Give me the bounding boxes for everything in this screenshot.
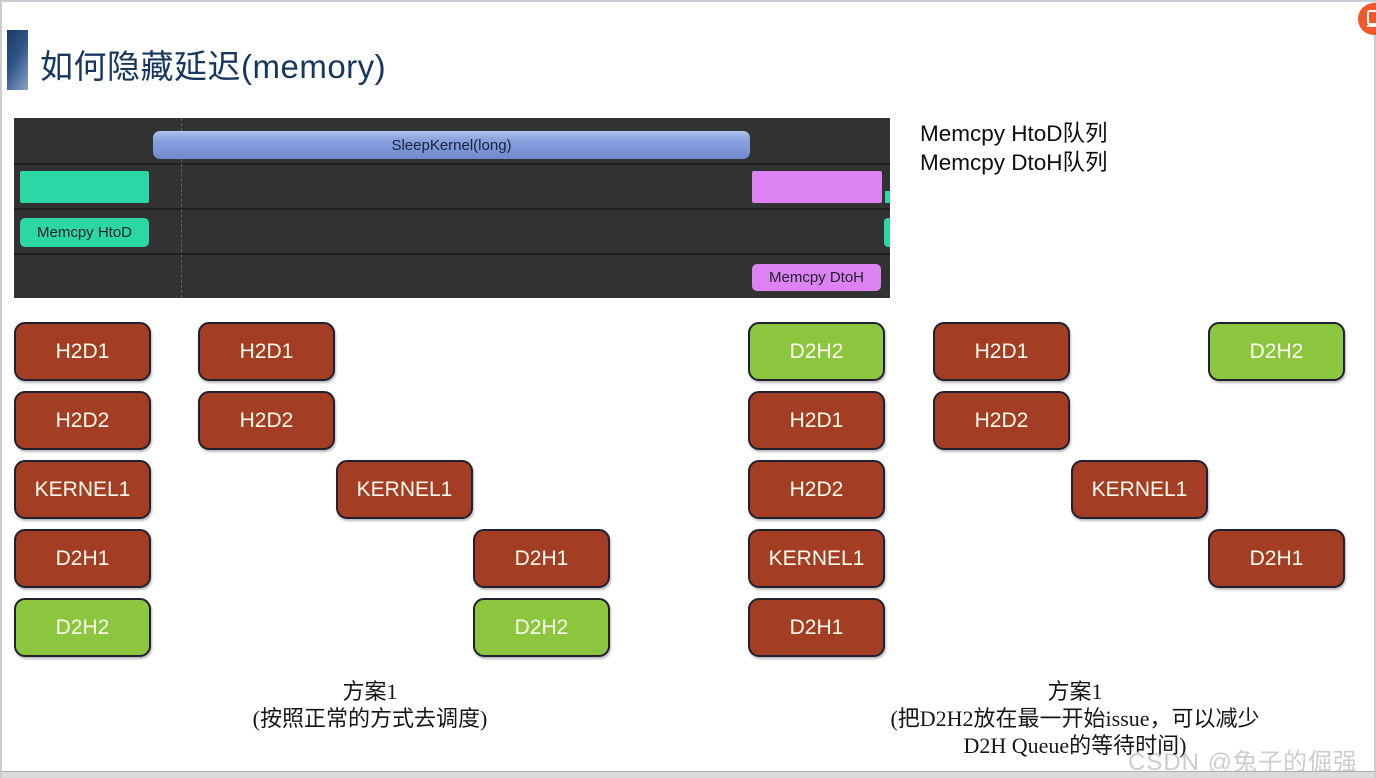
schedule-box-h2d1: H2D1: [198, 322, 335, 381]
schedule-box-kernel1: KERNEL1: [336, 460, 473, 519]
schedule-box-d2h1: D2H1: [748, 598, 885, 657]
badge-icon-bar: [1367, 25, 1376, 27]
caption-right-desc1: (把D2H2放在最一开始issue，可以减少: [890, 706, 1260, 731]
queue-legend-htod: Memcpy HtoD队列: [920, 121, 1108, 146]
schedule-box-h2d2: H2D2: [14, 391, 151, 450]
title-accent-bar: [7, 30, 28, 90]
caption-left: 方案1 (按照正常的方式去调度): [175, 678, 565, 732]
caption-left-desc: (按照正常的方式去调度): [252, 706, 488, 731]
badge-icon: [1367, 10, 1376, 25]
schedule-box-d2h2: D2H2: [473, 598, 610, 657]
schedule-box-h2d2: H2D2: [198, 391, 335, 450]
memcpy-dtoh-label: Memcpy DtoH: [752, 264, 881, 291]
page-border-top: [0, 0, 1376, 2]
memcpy-htod-sliver: [885, 191, 890, 203]
memcpy-htod-label: Memcpy HtoD: [20, 218, 149, 247]
schedule-box-d2h1: D2H1: [14, 529, 151, 588]
schedule-box-kernel1: KERNEL1: [14, 460, 151, 519]
queue-legend: Memcpy HtoD队列 Memcpy DtoH队列: [920, 119, 1108, 177]
caption-left-title: 方案1: [342, 679, 398, 704]
schedule-box-d2h1: D2H1: [1208, 529, 1345, 588]
row-divider: [14, 253, 890, 255]
page-bottom-strip: [0, 771, 1376, 778]
caption-right-title: 方案1: [1047, 679, 1103, 704]
schedule-box-h2d1: H2D1: [933, 322, 1070, 381]
schedule-box-kernel1: KERNEL1: [748, 529, 885, 588]
schedule-box-h2d1: H2D1: [748, 391, 885, 450]
profiler-timeline-panel: SleepKernel(long) Memcpy HtoD Memcpy Dto…: [14, 118, 890, 298]
schedule-box-d2h1: D2H1: [473, 529, 610, 588]
schedule-box-h2d2: H2D2: [748, 460, 885, 519]
queue-legend-dtoh: Memcpy DtoH队列: [920, 150, 1108, 175]
schedule-box-h2d1: H2D1: [14, 322, 151, 381]
schedule-box-kernel1: KERNEL1: [1071, 460, 1208, 519]
schedule-box-d2h2: D2H2: [1208, 322, 1345, 381]
page-title: 如何隐藏延迟(memory): [40, 48, 387, 85]
schedule-box-d2h2: D2H2: [748, 322, 885, 381]
page-border-left: [0, 0, 2, 778]
row-divider: [14, 163, 890, 165]
floating-badge-button[interactable]: [1358, 3, 1376, 35]
caption-right-desc2: D2H Queue的等待时间): [963, 733, 1187, 758]
memcpy-htod-sliver: [884, 218, 890, 247]
memcpy-htod-bar: [20, 171, 149, 203]
kernel-timeline-bar: SleepKernel(long): [153, 131, 750, 159]
caption-right: 方案1 (把D2H2放在最一开始issue，可以减少 D2H Queue的等待时…: [845, 678, 1305, 759]
page-border-right: [1374, 0, 1376, 778]
time-cursor-line: [181, 118, 182, 298]
schedule-box-d2h2: D2H2: [14, 598, 151, 657]
memcpy-dtoh-bar: [752, 171, 882, 203]
row-divider: [14, 208, 890, 210]
schedule-box-h2d2: H2D2: [933, 391, 1070, 450]
